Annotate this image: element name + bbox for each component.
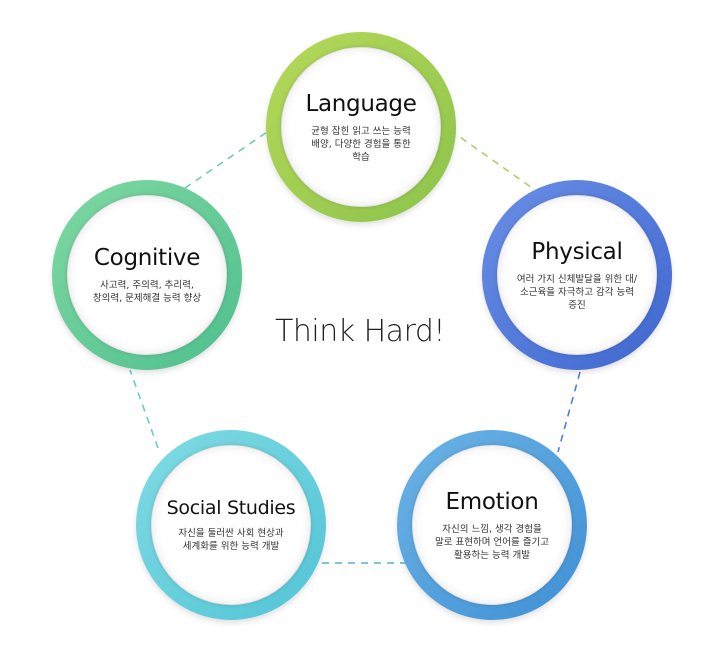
center-title: Think Hard! [275,314,445,349]
social-studies-description: 자신을 둘러싼 사회 현상과 세계화를 위한 능력 개발 [178,528,284,552]
physical-circle: Physical 여러 가지 신체발달을 위한 대/소근육을 자극하고 감각 능… [482,180,672,370]
language-description: 균형 잡힌 읽고 쓰는 능력 배양, 다양한 경험을 통한 학습 [311,125,411,163]
physical-circle-inner: Physical 여러 가지 신체발달을 위한 대/소근육을 자극하고 감각 능… [497,195,657,355]
cognitive-description: 사고력, 주의력, 추리력, 창의력, 문제해결 능력 향상 [92,280,202,304]
language-title: Language [305,90,417,117]
physical-description: 여러 가지 신체발달을 위한 대/소근육을 자극하고 감각 능력 증진 [516,273,638,311]
cognitive-circle-inner: Cognitive 사고력, 주의력, 추리력, 창의력, 문제해결 능력 향상 [67,195,227,355]
language-circle-inner: Language 균형 잡힌 읽고 쓰는 능력 배양, 다양한 경험을 통한 학… [281,47,441,207]
physical-title: Physical [531,238,623,265]
connector-cognitive-language [184,129,271,189]
emotion-title: Emotion [445,488,539,515]
connector-language-physical [449,129,536,191]
emotion-circle: Emotion 자신의 느낌, 생각 경험을 말로 표현하며 언어를 즐기고 활… [397,430,587,620]
emotion-description: 자신의 느낌, 생각 경험을 말로 표현하며 언어를 즐기고 활용하는 능력 개… [435,523,549,561]
emotion-circle-inner: Emotion 자신의 느낌, 생각 경험을 말로 표현하며 언어를 즐기고 활… [412,445,572,605]
social-studies-title: Social Studies [166,497,296,519]
cognitive-circle: Cognitive 사고력, 주의력, 추리력, 창의력, 문제해결 능력 향상 [52,180,242,370]
social-studies-circle: Social Studies 자신을 둘러싼 사회 현상과 세계화를 위한 능력… [136,430,326,620]
connector-social-cognitive [129,369,159,449]
connector-physical-emotion [557,371,581,453]
cognitive-title: Cognitive [93,245,201,271]
social-studies-circle-inner: Social Studies 자신을 둘러싼 사회 현상과 세계화를 위한 능력… [151,445,311,605]
language-circle: Language 균형 잡힌 읽고 쓰는 능력 배양, 다양한 경험을 통한 학… [266,32,456,222]
